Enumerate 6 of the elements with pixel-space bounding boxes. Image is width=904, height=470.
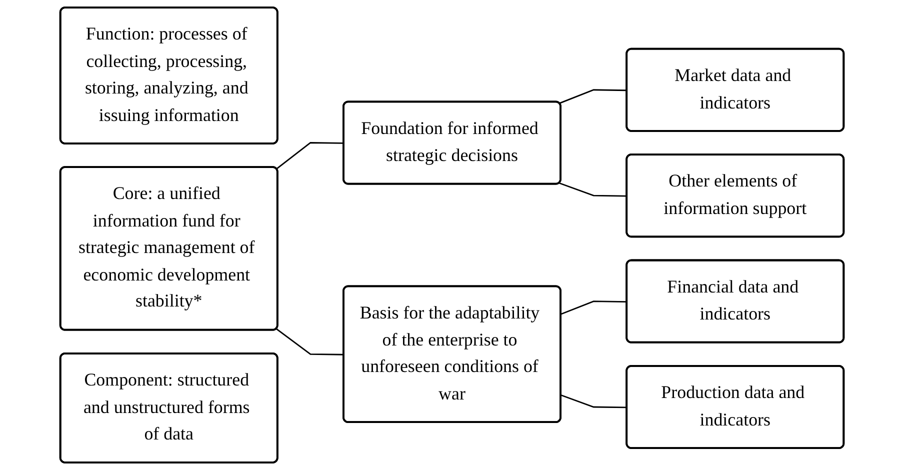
connector (559, 182, 628, 197)
connector (559, 89, 628, 104)
connector (276, 328, 344, 356)
connector (276, 142, 344, 170)
connector (560, 394, 628, 408)
connector (560, 300, 628, 315)
